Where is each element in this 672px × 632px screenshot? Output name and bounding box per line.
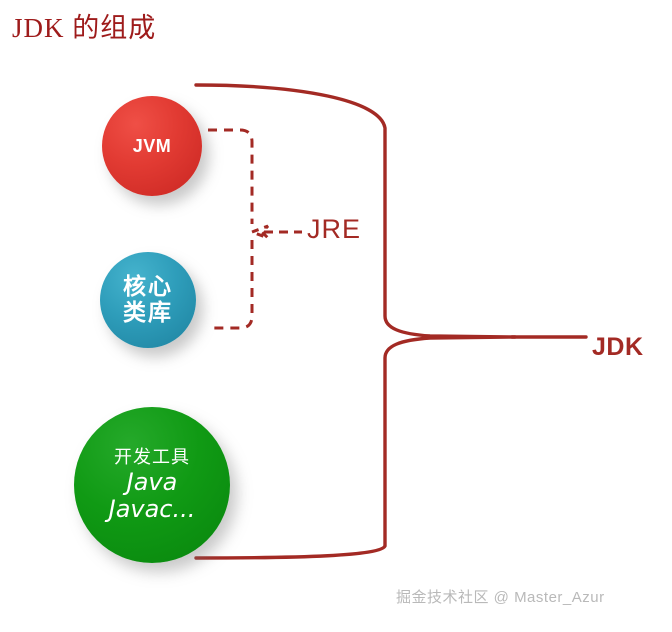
watermark: 掘金技术社区 @ Master_Azur xyxy=(396,589,605,606)
node-jvm-label: JVM xyxy=(132,135,172,156)
jre-dashed-bracket xyxy=(208,128,254,330)
jre-dashed-pointer xyxy=(247,224,270,240)
jdk-solid-bracket xyxy=(194,83,517,560)
node-jvm[interactable]: JVM xyxy=(102,96,202,196)
node-dev-tools-label-line1: Java xyxy=(126,467,178,496)
node-dev-tools-label-line2: Javac... xyxy=(108,494,196,523)
jre-bracket-label: JRE xyxy=(307,214,362,244)
jdk-bracket-label: JDK xyxy=(592,333,644,361)
page-title: JDK 的组成 xyxy=(12,13,157,43)
node-core-library[interactable]: 核心 类库 xyxy=(100,252,196,348)
node-dev-tools-label-cn: 开发工具 xyxy=(114,447,190,468)
node-core-library-label-line2: 类库 xyxy=(123,300,173,325)
node-core-library-label-line1: 核心 xyxy=(123,273,173,299)
node-dev-tools[interactable]: 开发工具 Java Javac... xyxy=(74,407,230,563)
